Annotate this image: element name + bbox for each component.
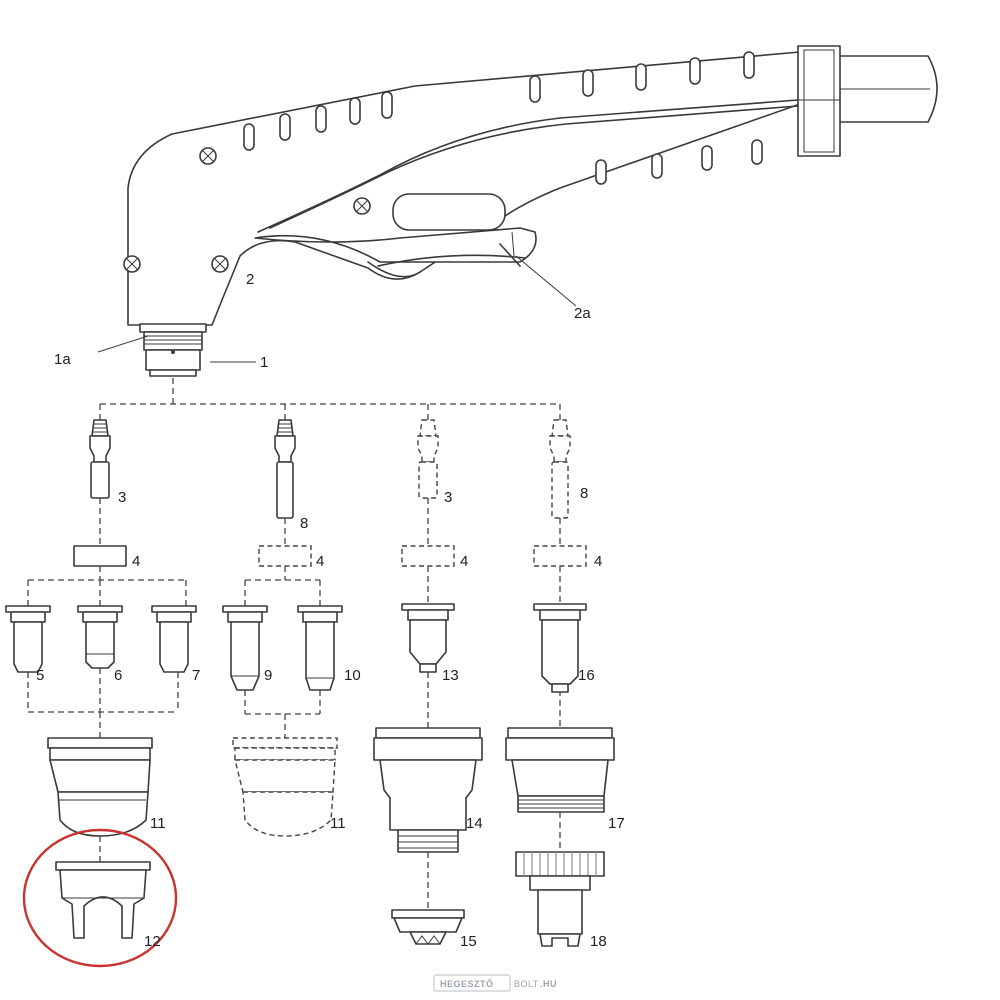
nozzle-5 [5, 605, 51, 673]
swirl-ring-4 [73, 545, 127, 567]
label-8: 8 [300, 515, 308, 532]
standoff-guide-12 [55, 861, 151, 939]
electrode-3 [89, 419, 111, 499]
label-2a: 2a [574, 305, 591, 322]
watermark-brand: HEGESZTŐ [440, 978, 494, 989]
label-8: 8 [580, 485, 588, 502]
label-3: 3 [444, 489, 452, 506]
label-6: 6 [114, 667, 122, 684]
label-11: 11 [150, 815, 166, 832]
watermark-mid: BOLT [514, 979, 539, 989]
label-3: 3 [118, 489, 126, 506]
screw-icon [123, 255, 141, 273]
nozzle-9 [222, 605, 268, 691]
retaining-cap-18 [515, 851, 605, 947]
label-1a: 1a [54, 351, 71, 368]
highlight-ring [22, 828, 178, 968]
label-15: 15 [460, 933, 477, 950]
label-1: 1 [260, 354, 268, 371]
electrode-8-dashed [549, 419, 571, 519]
watermark-tld: .HU [540, 979, 557, 989]
nozzle-10 [297, 605, 343, 691]
label-2: 2 [246, 271, 254, 288]
label-4: 4 [132, 553, 140, 570]
label-16: 16 [578, 667, 595, 684]
screw-icon [353, 197, 371, 215]
watermark-logo: HEGESZTŐ BOLT .HU [433, 974, 557, 992]
assembly-connector-lines [27, 378, 561, 910]
shield-cup-14 [373, 727, 483, 853]
label-12: 12 [144, 933, 161, 950]
shield-cup-11 [47, 737, 153, 837]
swirl-ring-4-dashed [258, 545, 312, 567]
nozzle-6 [77, 605, 123, 669]
label-11: 11 [330, 815, 346, 832]
nozzle-7 [151, 605, 197, 673]
swirl-ring-4-dashed [401, 545, 455, 567]
electrode-8 [274, 419, 296, 519]
label-5: 5 [36, 667, 44, 684]
screw-icon [199, 147, 217, 165]
torch-handle [123, 45, 938, 377]
label-4: 4 [460, 553, 468, 570]
deflector-15 [391, 909, 465, 945]
nozzle-16 [533, 603, 587, 693]
electrode-3-dashed [417, 419, 439, 499]
label-17: 17 [608, 815, 625, 832]
shield-cup-17 [505, 727, 615, 813]
swirl-ring-4-dashed [533, 545, 587, 567]
label-13: 13 [442, 667, 459, 684]
nozzle-13 [401, 603, 455, 673]
label-9: 9 [264, 667, 272, 684]
screw-icon [211, 255, 229, 273]
label-4: 4 [594, 553, 602, 570]
label-7: 7 [192, 667, 200, 684]
label-4: 4 [316, 553, 324, 570]
label-14: 14 [466, 815, 483, 832]
label-18: 18 [590, 933, 607, 950]
shield-cup-11-dashed [232, 737, 338, 837]
label-10: 10 [344, 667, 361, 684]
